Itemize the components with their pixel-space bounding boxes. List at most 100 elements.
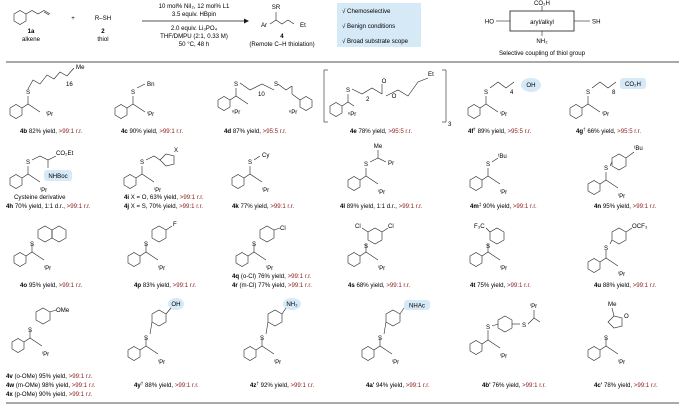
svg-text:4e 78% yield, >95:5 r.r.: 4e 78% yield, >95:5 r.r. (350, 128, 413, 135)
svg-text:4p 83% yield, >99:1 r.r.: 4p 83% yield, >99:1 r.r. (134, 282, 197, 289)
svg-text:ⁱPr: ⁱPr (147, 110, 154, 118)
compound-4b: S ⁱPr 16 Me (9, 64, 85, 119)
entry-4c-id: 4c (121, 128, 128, 135)
entry-4y-yield: 88% yield, (145, 382, 173, 389)
compound-4n: S ᵗBu ⁱPr (587, 145, 643, 200)
compound-4o: S ⁱPr (13, 225, 67, 272)
entry-4n-yield: 95% yield, (603, 203, 631, 210)
compound-4q-4r: S Cl ⁱPr (235, 225, 286, 272)
svg-text:4c 90% yield, >99:1 r.r.: 4c 90% yield, >99:1 r.r. (121, 128, 184, 135)
entry-4k-yield: 77% yield, (240, 203, 268, 210)
entry-4u-rr: >99:1 r.r. (633, 282, 657, 289)
condition-4: THF/DMPU (2:1, 0.33 M) (160, 33, 228, 40)
entry-4l-rr: >99:1 r.r. (399, 203, 423, 210)
compound-4y: S OH ⁱPr (127, 298, 184, 366)
entry-4s-yield: 68% yield, (356, 282, 384, 289)
entry-4h-yield: 70% yield, 1:1 d.r., (15, 203, 65, 210)
svg-text:S: S (26, 89, 30, 96)
entry-4e-id: 4e (350, 128, 357, 135)
entry-4s-rr: >99:1 r.r. (386, 282, 410, 289)
entry-4a-prime-rr: >99:1 r.r. (406, 382, 430, 389)
svg-text:S: S (144, 241, 148, 248)
entry-4p-id: 4p (134, 282, 141, 289)
svg-text:ⁱPr: ⁱPr (274, 358, 281, 366)
feature-2: √ Benign conditions (342, 23, 395, 30)
entry-4b-prime-yield: 76% yield, (492, 382, 520, 389)
entry-4m-rr: >99:1 r.r. (513, 203, 537, 210)
svg-text:ⁱPr: ⁱPr (500, 188, 507, 196)
plus-sign: + (71, 15, 75, 22)
svg-text:ⁱPr: ⁱPr (46, 110, 53, 118)
svg-text:OH: OH (171, 301, 180, 308)
svg-text:S: S (260, 335, 264, 342)
svg-text:S: S (140, 159, 144, 166)
entry-4b-yield: 82% yield, (29, 128, 57, 135)
features-box (337, 3, 421, 47)
compound-4e: S O O 2 Et 3 ⁿPr (323, 69, 452, 128)
svg-text:ⁱPr: ⁱPr (378, 264, 385, 272)
svg-text:O: O (382, 78, 387, 85)
entry-4l-yield: 89% yield, 1:1 d.r., (347, 203, 397, 210)
product-sr: SR (272, 4, 281, 11)
entry-4b-prime-rr: >99:1 r.r. (522, 382, 546, 389)
svg-text:S: S (604, 335, 608, 342)
svg-text:ⁱPr: ⁱPr (618, 358, 625, 366)
svg-text:Cl: Cl (355, 223, 361, 230)
entry-4v-rr: >99:1 r.r. (69, 373, 93, 380)
entry-4q-id: 4q (232, 273, 239, 280)
entry-4x-rr: >99:1 r.r. (69, 391, 93, 398)
svg-text:ⁱPr: ⁱPr (602, 110, 609, 118)
product-note: (Remote C–H thiolation) (249, 41, 314, 48)
entry-4e-yield: 78% yield, (358, 128, 386, 135)
compound-4v-4x: S OMe ⁱPr (11, 307, 70, 358)
condition-2: 3.5 equiv. HBpin (172, 11, 216, 18)
thiol-coupling-diagram (496, 6, 590, 36)
product-ar: Ar (261, 22, 267, 29)
entry-4o-id: 4o (20, 282, 27, 289)
svg-text:4o 95% yield, >99:1 r.r.: 4o 95% yield, >99:1 r.r. (20, 282, 83, 289)
entry-4c-prime-id: 4c' (594, 382, 603, 389)
entry-4t-id: 4t (470, 282, 475, 289)
entry-4d-rr: >95:5 r.r. (263, 128, 287, 135)
svg-text:4r (m-Cl) 77% yield, >99:1 r.r: 4r (m-Cl) 77% yield, >99:1 r.r. (232, 282, 312, 289)
svg-text:ⁱPr: ⁱPr (618, 192, 625, 200)
entry-4a-prime-yield: 94% yield, (376, 382, 404, 389)
svg-text:S: S (604, 245, 608, 252)
svg-text:4m‡ 90% yield, >99:1 r.r.: 4m‡ 90% yield, >99:1 r.r. (470, 201, 537, 210)
reaction-scheme: 1a alkene + R–SH 2 thiol 10 mol% NiI₂, 1… (13, 0, 600, 57)
compound-4b-prime: S S ⁱPr ⁱPr (469, 302, 541, 360)
feature-1: √ Chemoselective (342, 8, 391, 15)
entry-4v-id: 4v (6, 373, 13, 380)
svg-text:S: S (131, 89, 135, 96)
entry-4m-yield: 90% yield, (483, 203, 511, 210)
entry-4x-yield: (p-OMe) 90% yield, (14, 391, 67, 398)
compound-4d: S S ⁿPr ⁿPr 10 (217, 81, 313, 116)
entry-4w-rr: >99:1 r.r. (72, 382, 96, 389)
svg-text:ⁿPr: ⁿPr (232, 109, 240, 116)
svg-text:X: X (174, 147, 178, 154)
entry-4d-yield: 87% yield, (233, 128, 261, 135)
svg-text:ⁱPr: ⁱPr (530, 302, 537, 310)
svg-text:S: S (144, 335, 148, 342)
svg-text:S: S (364, 161, 368, 168)
entry-4b-rr: >99:1 r.r. (59, 128, 83, 135)
entry-4g-yield: 66% yield, (587, 128, 615, 135)
compound-4c: S ⁱPr Bn (114, 81, 154, 119)
compound-4h: S CO₂Et NHBoc ⁱPr (9, 150, 74, 194)
entry-4z-rr: >99:1 r.r. (290, 382, 314, 389)
entry-4q-rr: >99:1 r.r. (288, 273, 312, 280)
svg-text:4c' 78% yield, >99:1 r.r.: 4c' 78% yield, >99:1 r.r. (594, 382, 658, 389)
reactant1-name: alkene (22, 36, 41, 43)
entry-4u-id: 4u (594, 282, 601, 289)
entry-4i-yield: X = O, 63% yield, (131, 194, 179, 201)
entry-4v-yield: (o-OMe) 95% yield, (14, 373, 67, 380)
svg-text:4j X = S, 70% yield, >99:1 r.r: 4j X = S, 70% yield, >99:1 r.r. (124, 203, 203, 210)
svg-text:4a' 94% yield, >99:1 r.r.: 4a' 94% yield, >99:1 r.r. (366, 382, 430, 389)
svg-text:4w (m-OMe) 98% yield, >99:1 r.: 4w (m-OMe) 98% yield, >99:1 r.r. (6, 382, 96, 389)
svg-text:NHBoc: NHBoc (48, 173, 67, 180)
entry-4w-id: 4w (6, 382, 14, 389)
entry-4f-id: 4f (468, 128, 474, 135)
svg-text:2: 2 (366, 96, 370, 103)
reactant1-id: 1a (28, 28, 35, 35)
